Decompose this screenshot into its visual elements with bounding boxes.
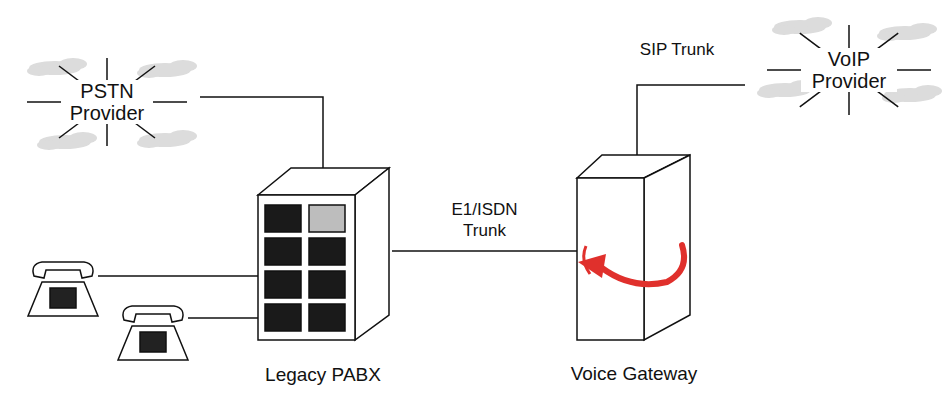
voip-provider-cloud: VoIP Provider <box>745 15 945 125</box>
provider-label: VoIP Provider <box>801 48 897 92</box>
node-outline <box>572 150 697 380</box>
trunk-line <box>392 250 577 252</box>
phone-wire <box>188 317 258 319</box>
phone-keypad <box>140 332 166 352</box>
pstn-provider-cloud: PSTN Provider <box>15 50 200 155</box>
node-outline <box>255 165 392 380</box>
voice-gateway-box: Voice Gateway <box>572 150 697 380</box>
phone-keypad <box>50 288 76 308</box>
telephone-icon <box>28 262 98 316</box>
phone-handset <box>123 306 183 322</box>
legacy-pabx-box: Legacy PABX <box>255 165 392 380</box>
phone-wire <box>98 275 258 277</box>
phone-body <box>118 326 188 360</box>
telephone-icon <box>118 306 188 360</box>
phone-handset <box>33 262 93 278</box>
trunk-line <box>637 85 745 155</box>
phone-body <box>28 282 98 316</box>
provider-label: PSTN Provider <box>61 80 153 124</box>
trunk-line <box>200 97 323 168</box>
trunk-label: E1/ISDN Trunk <box>438 199 532 242</box>
device-label: Voice Gateway <box>559 364 709 385</box>
trunk-label: SIP Trunk <box>630 39 724 60</box>
device-label: Legacy PABX <box>248 365 398 386</box>
